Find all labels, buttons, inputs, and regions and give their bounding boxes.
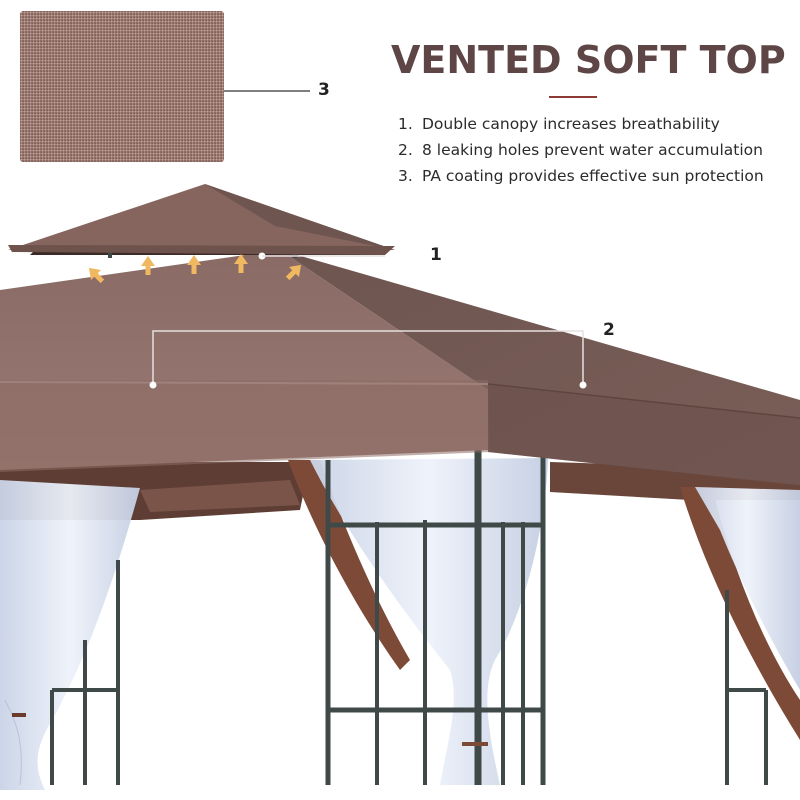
lower-canopy	[0, 250, 800, 486]
drain-hole-marker	[149, 381, 157, 389]
feature-text: Double canopy increases breathability	[422, 115, 720, 133]
callout-2-leader	[149, 330, 587, 389]
callout-1-leader	[258, 252, 385, 260]
feature-item: 2. 8 leaking holes prevent water accumula…	[398, 139, 764, 165]
feature-item: 1. Double canopy increases breathability	[398, 113, 764, 139]
upper-vent-canopy	[8, 184, 395, 258]
feature-list: 1.Double canopy increases breathability …	[398, 113, 764, 191]
feature-text: PA coating provides effective sun protec…	[422, 167, 764, 185]
frame-left	[50, 560, 120, 785]
arrow-up-icon	[141, 256, 155, 275]
page-title: VENTED SOFT TOP	[391, 38, 786, 82]
feature-number: 2.	[398, 141, 413, 159]
mosquito-net-left	[0, 480, 140, 790]
frame-right	[725, 590, 768, 785]
tie-back-center	[462, 742, 488, 746]
arrow-up-right-icon	[285, 264, 302, 281]
feature-number: 1.	[398, 115, 413, 133]
frame-center	[325, 450, 546, 785]
mosquito-net-right	[680, 487, 800, 740]
feature-item: 3. PA coating provides effective sun prot…	[398, 165, 764, 191]
tie-back-left	[12, 713, 26, 717]
fabric-swatch-closeup	[20, 11, 224, 162]
callout-label-3: 3	[318, 80, 330, 100]
airflow-arrows	[88, 254, 302, 284]
feature-text: 8 leaking holes prevent water accumulati…	[422, 141, 763, 159]
callout-label-1: 1	[430, 245, 442, 265]
mosquito-net-center	[288, 458, 548, 785]
callout-label-2: 2	[603, 320, 615, 340]
arrow-up-left-icon	[88, 267, 105, 284]
drain-hole-marker	[579, 381, 587, 389]
feature-number: 3.	[398, 167, 413, 185]
title-accent-rule	[549, 96, 597, 98]
arrow-up-icon	[234, 254, 248, 273]
arrow-up-icon	[187, 255, 201, 274]
